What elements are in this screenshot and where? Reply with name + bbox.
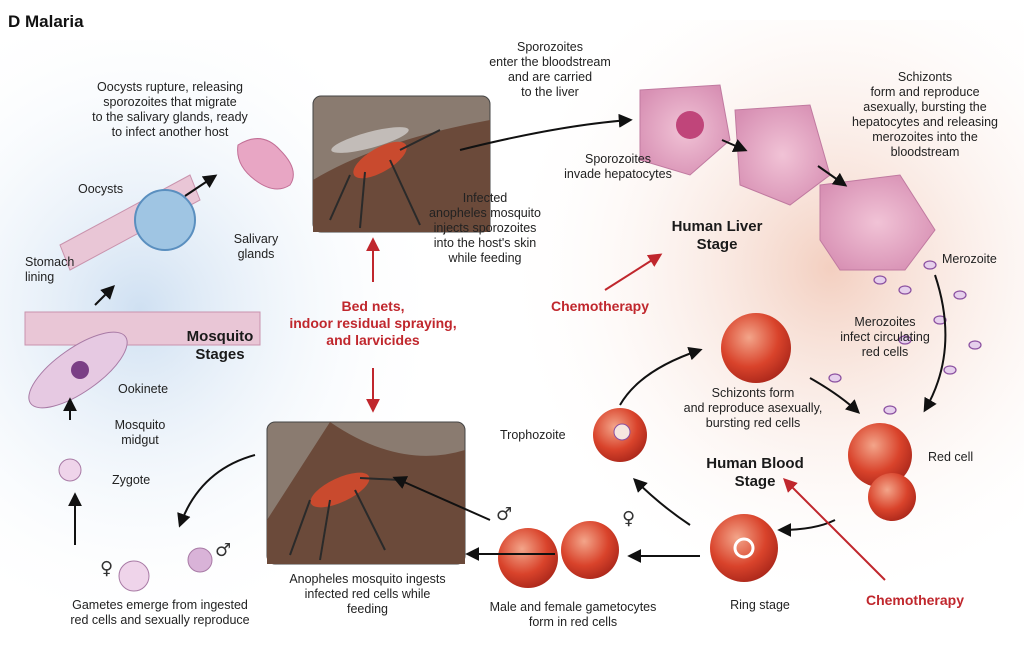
gametocytes-label: Male and female gametocytes form in red … <box>489 600 657 629</box>
female-symbol-icon: ♀ <box>622 508 636 529</box>
mosquito-stages-label: Mosquito Stages <box>186 328 254 363</box>
sporozoites-enter-label: Sporozoites enter the bloodstream and ar… <box>489 40 611 99</box>
zygote-label: Zygote <box>112 473 151 487</box>
infected-red-cell <box>848 423 912 487</box>
merozoites <box>828 260 982 415</box>
salivary-gland <box>237 138 294 190</box>
sporozoites-invade-label: Sporozoites invade hepatocytes <box>564 152 672 181</box>
human-liver-stage-label: Human Liver Stage <box>671 218 763 253</box>
female-gamete <box>118 560 150 592</box>
gametes-label: Gametes emerge from ingested red cells a… <box>70 598 250 627</box>
female-symbol-icon-gamete: ♀ <box>100 558 114 579</box>
mosquito-ingests-label: Anopheles mosquito ingests infected red … <box>289 572 446 616</box>
male-symbol-icon-gamete: ♂ <box>215 540 232 561</box>
ookinete-label: Ookinete <box>118 382 169 396</box>
merozoite-label: Merozoite <box>942 252 997 266</box>
chemotherapy-blood-label: Chemotherapy <box>865 592 965 608</box>
mosquito-top-illustration <box>329 127 441 229</box>
mosquito-bottom-illustration <box>289 472 401 561</box>
figure-title: D Malaria <box>8 12 84 31</box>
male-symbol-icon: ♂ <box>496 504 513 525</box>
schizonts-liver-label: Schizonts form and reproduce asexually, … <box>852 70 998 159</box>
hepatocyte-2 <box>734 104 831 206</box>
ring-stage-cell <box>710 514 778 582</box>
chemotherapy-liver-label: Chemotherapy <box>550 298 650 314</box>
merozoites-infect-label: Merozoites infect circulating red cells <box>840 315 930 359</box>
male-gametocyte-cell <box>498 528 558 588</box>
oocyst <box>134 189 196 251</box>
lifecycle-arrows <box>63 113 947 563</box>
male-gamete <box>187 547 213 573</box>
schizont-red-cell <box>721 313 791 383</box>
human-blood-stage-label: Human Blood Stage <box>706 455 804 490</box>
female-gametocyte-cell <box>561 521 619 579</box>
oocysts-rupture-label: Oocysts rupture, releasing sporozoites t… <box>92 80 248 139</box>
ring-stage-label: Ring stage <box>730 598 790 612</box>
zygote-shape <box>58 458 82 482</box>
intervention-arrows <box>366 237 886 581</box>
red-cell-label: Red cell <box>928 450 974 464</box>
stomach-lining-label: Stomach lining <box>25 255 75 284</box>
salivary-glands-label: Salivary glands <box>233 232 279 261</box>
mosquito-midgut-label: Mosquito midgut <box>114 418 166 447</box>
oocysts-label: Oocysts <box>78 182 124 196</box>
infected-mosquito-label: Infected anopheles mosquito injects spor… <box>429 191 541 265</box>
bed-nets-label: Bed nets, indoor residual spraying, and … <box>289 298 457 348</box>
schizonts-blood-label: Schizonts form and reproduce asexually, … <box>683 386 823 430</box>
trophozoite-label: Trophozoite <box>500 428 566 442</box>
hepatocyte-bursting <box>819 174 936 271</box>
